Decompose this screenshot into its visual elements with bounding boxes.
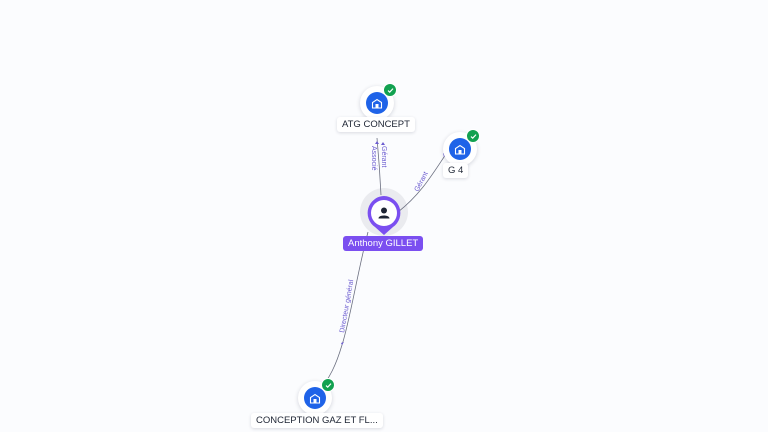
company-label-atg[interactable]: ATG CONCEPT xyxy=(337,117,415,132)
edge-atg-role-1: Gérant xyxy=(380,146,387,167)
company-label-conception[interactable]: CONCEPTION GAZ ET FL... xyxy=(251,413,383,428)
company-node-g4[interactable] xyxy=(443,129,480,166)
company-node-atg[interactable] xyxy=(360,83,397,120)
building-icon xyxy=(304,387,326,409)
company-node-conception[interactable] xyxy=(298,378,335,415)
verified-check-icon xyxy=(321,378,335,392)
person-node[interactable] xyxy=(365,195,403,237)
edge-atg-arrow xyxy=(375,141,379,144)
edge-atg-arrow-2 xyxy=(381,142,385,145)
edge-atg-role-2: Associé xyxy=(370,146,377,171)
building-icon xyxy=(449,138,471,160)
edge-g4 xyxy=(397,153,447,213)
verified-check-icon xyxy=(383,83,397,97)
edge-conception-arrow xyxy=(341,342,344,345)
person-label[interactable]: Anthony GILLET xyxy=(343,236,424,251)
building-icon xyxy=(366,92,388,114)
company-label-g4[interactable]: G 4 xyxy=(443,163,469,178)
person-icon xyxy=(378,207,390,219)
edge-conception-role-1: Directeur général xyxy=(339,279,355,334)
verified-check-icon xyxy=(466,129,480,143)
edge-conception xyxy=(317,231,369,393)
